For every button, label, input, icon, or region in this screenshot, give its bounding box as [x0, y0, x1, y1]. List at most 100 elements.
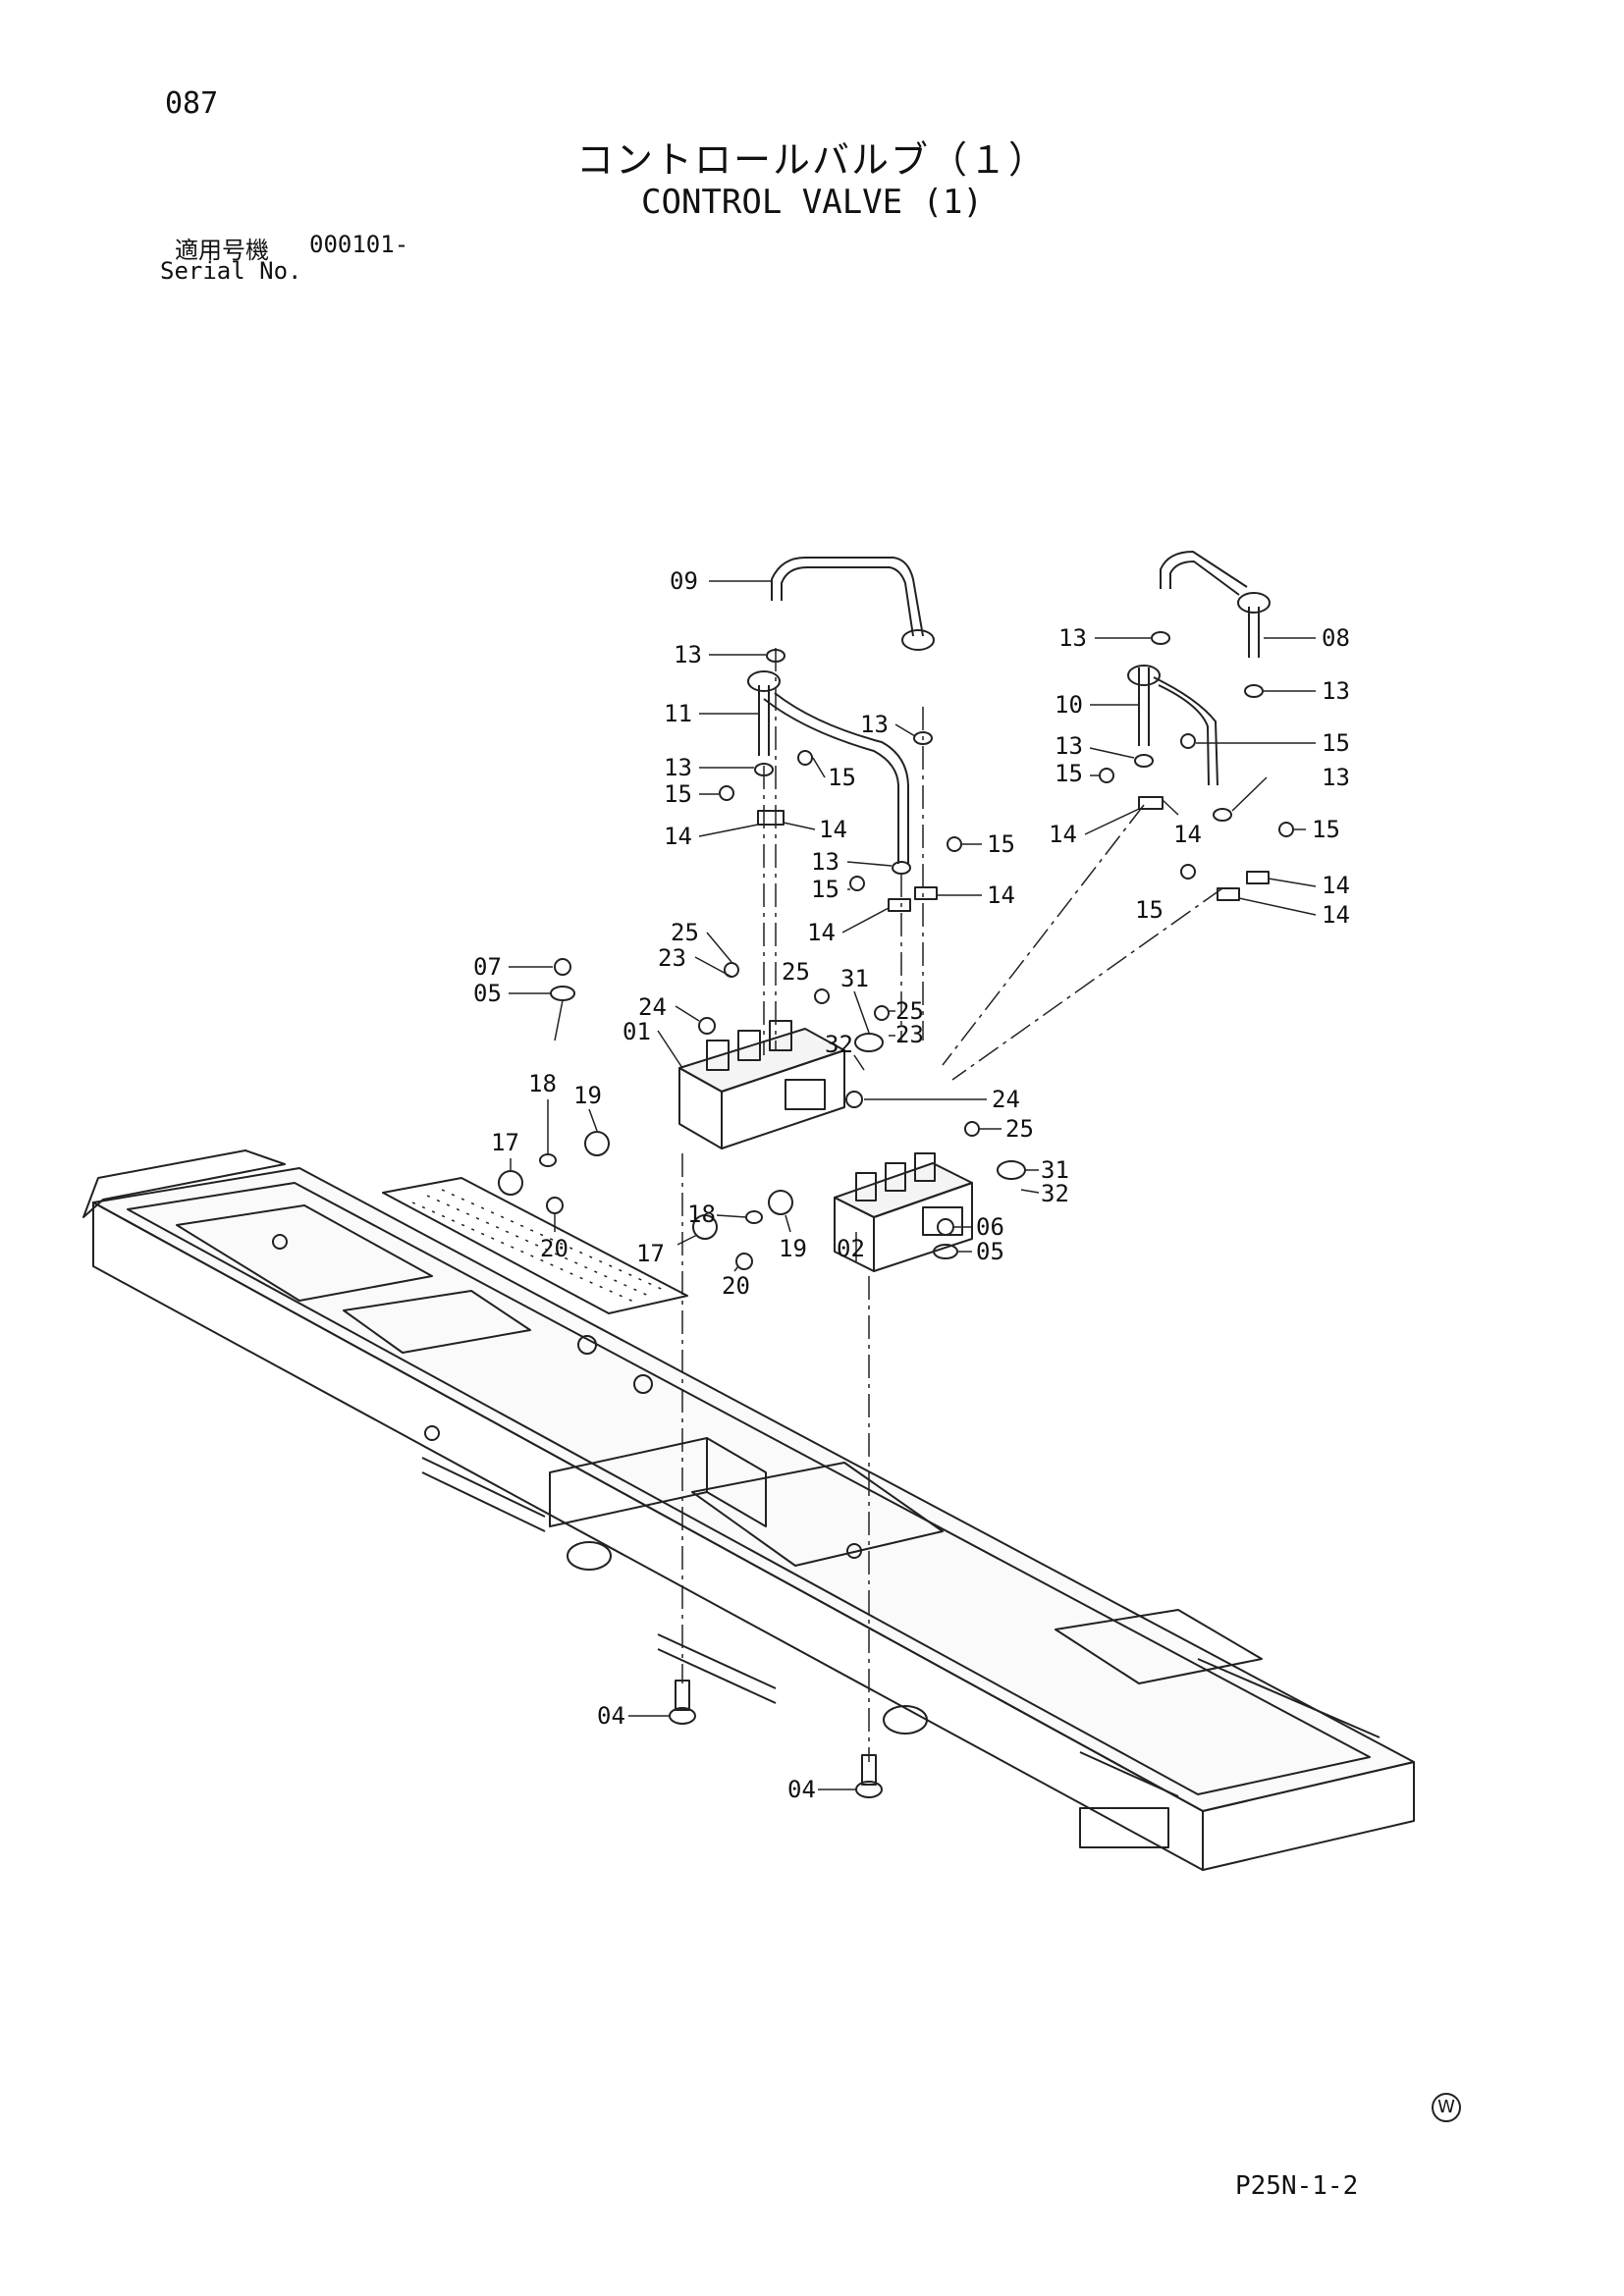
callout-label: 13 [674, 641, 702, 668]
frame-rail-6 [1197, 1658, 1380, 1738]
leader-13 [846, 861, 893, 867]
side-port-2 [883, 1705, 928, 1735]
leader-31 [853, 990, 870, 1034]
callout-label: 14 [664, 823, 692, 850]
callout-label: 25 [1005, 1115, 1034, 1143]
o-ring-13 [754, 763, 774, 776]
callout-label: 15 [811, 876, 839, 903]
frame-inner-rim [127, 1182, 1371, 1795]
valve-01-spool [785, 1079, 826, 1110]
nut-06 [937, 1218, 954, 1236]
clamp-14 [1217, 887, 1240, 901]
o-ring-13 [766, 649, 785, 663]
pipe-10 [1138, 667, 1218, 786]
callout-label: 13 [1058, 624, 1087, 652]
frame-rail-1 [421, 1457, 546, 1518]
callout-label: 32 [1041, 1180, 1069, 1207]
o-ring-13 [892, 861, 911, 875]
bolt-15 [1180, 864, 1196, 880]
bolt-15 [947, 836, 962, 852]
callout-label: 15 [1135, 896, 1164, 924]
leader-14 [841, 907, 890, 934]
pipe-11-flange [747, 670, 781, 692]
clamp-14 [757, 810, 785, 826]
callout-label: 04 [597, 1702, 625, 1730]
bolt-04 [675, 1680, 690, 1711]
leader-14 [1268, 878, 1317, 887]
leader-23 [694, 956, 732, 978]
pipe-08-flange [1237, 592, 1271, 614]
callout-label: 18 [687, 1201, 716, 1228]
side-port-1 [567, 1541, 612, 1571]
callout-label: 09 [670, 567, 698, 595]
mount-hole-1 [272, 1234, 288, 1250]
valve-02-spool [922, 1206, 963, 1236]
valve-02-boss-3 [914, 1152, 936, 1182]
callout-label: 05 [473, 980, 502, 1007]
leader-18 [716, 1214, 747, 1218]
bolt-15 [797, 750, 813, 766]
callout-label: 25 [782, 958, 810, 986]
callout-label: 15 [987, 830, 1015, 858]
fitting-24 [845, 1091, 863, 1108]
pipe-09-inner [781, 566, 914, 637]
callout-label: 23 [895, 1021, 924, 1048]
clamp-14 [1138, 796, 1164, 810]
watermark-mark: W [1432, 2093, 1461, 2122]
leader-32 [1020, 1189, 1040, 1194]
bolt-15 [719, 785, 734, 801]
elbow-19 [584, 1131, 610, 1156]
fitting-24 [698, 1017, 716, 1035]
callout-labels: 09 13 11 13 15 14 14 15 13 13 15 14 15 1… [473, 567, 1350, 1803]
plug-25 [814, 988, 830, 1004]
valve-02-boss-1 [855, 1172, 877, 1201]
figure-code: P25N-1-2 [1235, 2171, 1359, 2201]
leader-01 [657, 1030, 683, 1069]
callout-label: 11 [664, 700, 692, 727]
o-ring-13 [1151, 631, 1170, 645]
title-english: CONTROL VALVE (1) [641, 183, 983, 222]
callout-label: 20 [722, 1272, 750, 1300]
callout-label: 20 [540, 1235, 568, 1262]
callout-label: 19 [573, 1082, 602, 1109]
leader-lines [509, 580, 1317, 1790]
o-ring-13 [1134, 754, 1154, 768]
side-vent [1079, 1807, 1169, 1848]
mount-hole-5 [846, 1543, 862, 1559]
bolt-15 [1180, 733, 1196, 749]
callout-label: 01 [623, 1018, 651, 1045]
callout-label: 13 [1055, 732, 1083, 760]
washer-05 [933, 1244, 958, 1259]
bolt-20 [735, 1253, 753, 1270]
callout-label: 07 [473, 953, 502, 981]
leader-19 [588, 1108, 598, 1132]
callout-label: 25 [895, 997, 924, 1025]
o-ring-13 [913, 731, 933, 745]
mount-hole-2 [577, 1335, 597, 1355]
leader-32 [853, 1054, 865, 1071]
callout-label: 24 [992, 1086, 1020, 1113]
valve-01-side [721, 1049, 845, 1149]
callout-label: 14 [1322, 901, 1350, 929]
bolt-04 [861, 1754, 877, 1786]
callout-label: 13 [860, 711, 889, 738]
callout-label: 19 [779, 1235, 807, 1262]
leader-20 [733, 1265, 739, 1272]
callout-label: 02 [837, 1235, 865, 1262]
connector-17 [692, 1214, 718, 1240]
cap-31 [997, 1160, 1026, 1180]
pipes [747, 551, 1271, 864]
callout-label: 14 [1173, 821, 1202, 848]
leader-17 [677, 1234, 698, 1246]
pipe-11 [758, 685, 909, 864]
frame-opening-2 [343, 1290, 531, 1354]
frame-rail-2 [421, 1471, 546, 1532]
callout-label: 18 [528, 1070, 557, 1097]
clamp-14 [914, 886, 938, 900]
callout-label: 13 [664, 754, 692, 781]
pipe-10-flange [1127, 665, 1161, 686]
bolt-15 [849, 876, 865, 891]
callout-label: 15 [664, 780, 692, 808]
bolt-15 [1099, 768, 1114, 783]
